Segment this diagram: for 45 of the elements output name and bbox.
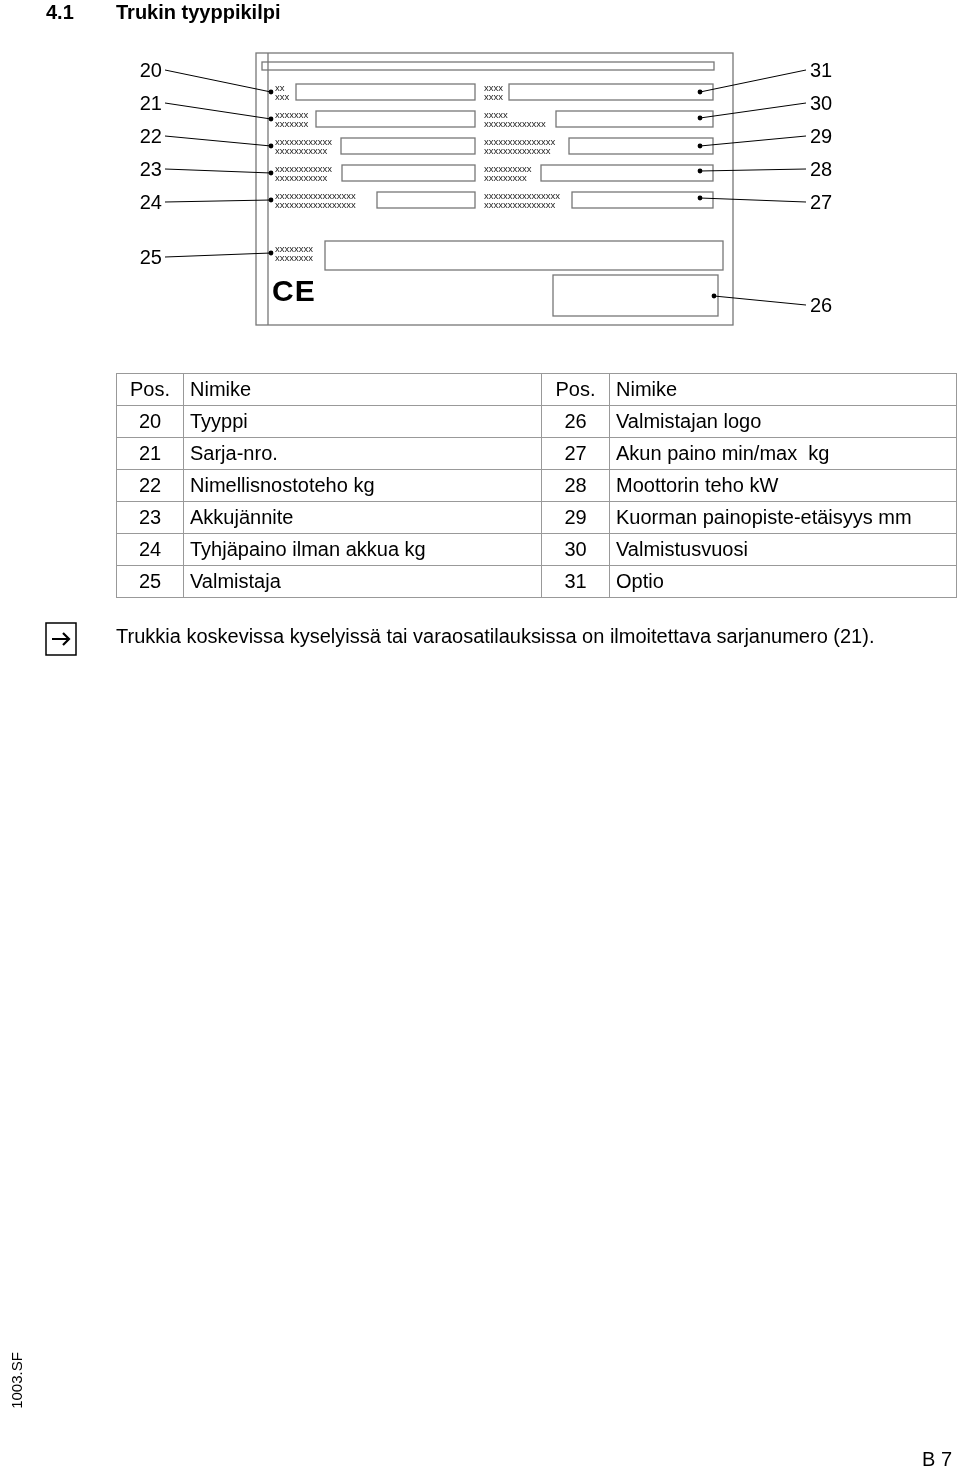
callout-number: 23 (128, 157, 162, 181)
document-code: 1003.SF (7, 1352, 25, 1409)
leader-line (164, 102, 274, 122)
callout-number: 25 (128, 245, 162, 269)
section-title: Trukin tyyppikilpi (116, 1, 281, 24)
callout-number: 26 (810, 293, 844, 317)
placeholder-text: xxxxx xxxxxxxxxxxxx (484, 110, 546, 128)
leader-line (697, 69, 807, 95)
placeholder-text: xxxxxxxxxxxxxxxxx xxxxxxxxxxxxxxxxx (275, 191, 356, 209)
callout-number: 28 (810, 157, 844, 181)
table-cell: 25 (116, 565, 184, 598)
leader-line (164, 69, 274, 95)
leader-line (711, 293, 807, 306)
leader-line (697, 168, 807, 174)
leader-line (164, 250, 274, 258)
leader-line (697, 195, 807, 203)
placeholder-text: xxxxxxxxxxxx xxxxxxxxxxx (275, 164, 332, 182)
callout-number: 31 (810, 58, 844, 82)
table-header-cell: Nimike (609, 373, 957, 406)
table-cell: Optio (609, 565, 957, 598)
placeholder-text: xxxx xxxx (484, 83, 503, 101)
callout-number: 30 (810, 91, 844, 115)
callout-number: 21 (128, 91, 162, 115)
callout-number: 29 (810, 124, 844, 148)
placeholder-text: xxxxxxx xxxxxxx (275, 110, 309, 128)
leader-line (164, 197, 274, 203)
callout-number: 24 (128, 190, 162, 214)
callout-number: 20 (128, 58, 162, 82)
placeholder-text: xxxxxxxxxx xxxxxxxxx (484, 164, 532, 182)
placeholder-text: xxxxxxxxxxxxxxxx xxxxxxxxxxxxxxx (484, 191, 560, 209)
placeholder-text: xxxxxxxx xxxxxxxx (275, 244, 313, 262)
leader-line (697, 135, 807, 149)
leader-line (164, 135, 274, 149)
callout-number: 27 (810, 190, 844, 214)
note-text: Trukkia koskevissa kyselyissä tai varaosatilauksissa on ilmoitettava sarjanumero (21). (116, 624, 876, 649)
leader-line (164, 168, 274, 176)
page-number: B 7 (922, 1448, 953, 1469)
placeholder-text: xxxxxxxxxxxxxxx xxxxxxxxxxxxxx (484, 137, 556, 155)
callout-number: 22 (128, 124, 162, 148)
placeholder-text: xx xxx (275, 83, 290, 101)
ce-mark: CE (272, 274, 316, 308)
placeholder-text: xxxxxxxxxxxx xxxxxxxxxxx (275, 137, 332, 155)
section-number: 4.1 (46, 1, 74, 24)
table-header-cell: Pos. (116, 373, 184, 406)
leader-line (697, 102, 807, 121)
